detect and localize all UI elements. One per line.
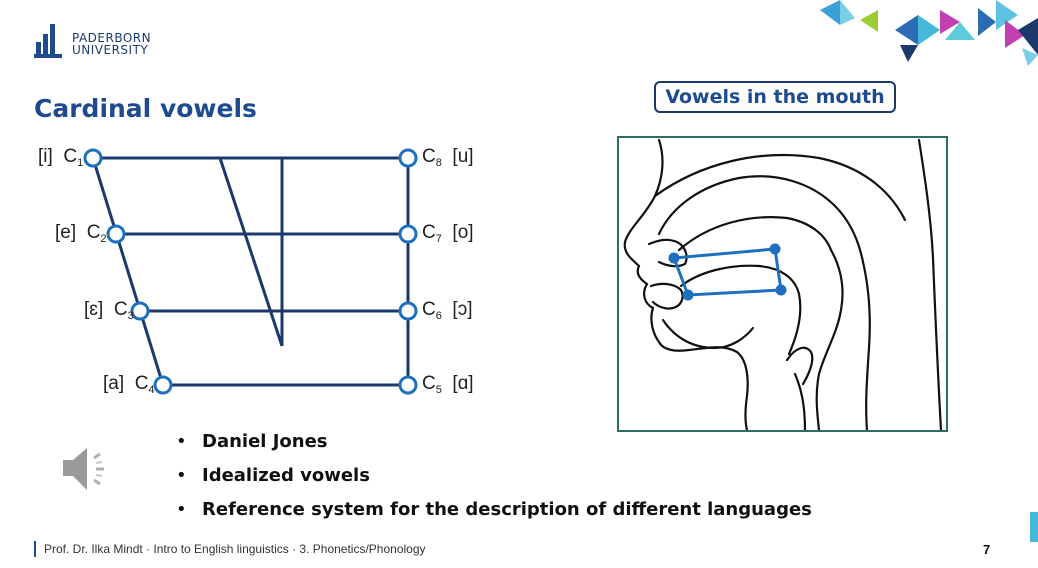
vowel-point-c1 (83, 148, 103, 168)
vowel-symbol: [ɑ] (452, 373, 474, 394)
speaker-button[interactable] (60, 444, 112, 494)
bullet-item: •Idealized vowels (176, 465, 370, 486)
quad-line-central-slant (218, 157, 284, 347)
vowel-symbol: [i] (38, 146, 53, 167)
vowel-symbol: [o] (452, 222, 474, 243)
vowel-symbol: [ɛ] (84, 299, 104, 320)
vowel-point-c2 (106, 224, 126, 244)
mouth-vowel-point-2 (769, 243, 781, 255)
vowel-symbol: [ɔ] (452, 299, 473, 320)
mouth-profile-drawing (623, 138, 943, 430)
vowel-point-c4 (153, 375, 173, 395)
bullet-list: •Daniel Jones •Idealized vowels •Referen… (176, 428, 812, 530)
speaker-icon (63, 448, 104, 490)
vowels-in-mouth-label: Vowels in the mouth (654, 81, 896, 113)
vowel-point-c3 (130, 301, 150, 321)
mouth-vowel-point-4 (682, 289, 694, 301)
decorative-triangles (820, 0, 1038, 66)
logo-line2: UNIVERSITY (72, 43, 149, 57)
edge-decoration (1030, 512, 1038, 542)
university-logo: PADERBORN UNIVERSITY (34, 20, 174, 60)
vowel-point-c7 (398, 224, 418, 244)
vowel-point-c5 (398, 375, 418, 395)
footer-text: Prof. Dr. Ilka Mindt · Intro to English … (44, 542, 426, 556)
mouth-vowel-quad (671, 247, 783, 297)
page-number: 7 (983, 542, 991, 557)
bullet-item: •Daniel Jones (176, 431, 328, 452)
vowel-quadrilateral (83, 148, 418, 395)
vowel-label-c8: C8 [u] (422, 146, 474, 169)
vowel-label-c3: [ɛ] C3 (84, 299, 134, 322)
vowel-symbol: [e] (55, 222, 77, 243)
vowel-label-c7: C7 [o] (422, 222, 474, 245)
university-logo-icon (34, 24, 62, 58)
vowel-point-c6 (398, 301, 418, 321)
vowel-label-c5: C5 [ɑ] (422, 373, 474, 396)
mouth-vowel-point-1 (668, 252, 680, 264)
bullet-item: •Reference system for the description of… (176, 499, 812, 520)
vowel-symbol: [a] (103, 373, 125, 394)
vowel-label-c4: [a] C4 (103, 373, 155, 396)
mouth-profile-frame (617, 136, 948, 432)
quad-line-front (91, 157, 165, 386)
vowel-symbol: [u] (452, 146, 474, 167)
vowel-point-c8 (398, 148, 418, 168)
vowel-label-c1: [i] C1 (38, 146, 84, 169)
mouth-vowel-point-3 (775, 284, 787, 296)
logo-line1: PADERBORN (72, 31, 152, 45)
vowel-label-c2: [e] C2 (55, 222, 107, 245)
footer-accent-bar (34, 541, 36, 557)
slide-title: Cardinal vowels (34, 94, 257, 123)
vowel-label-c6: C6 [ɔ] (422, 299, 473, 322)
